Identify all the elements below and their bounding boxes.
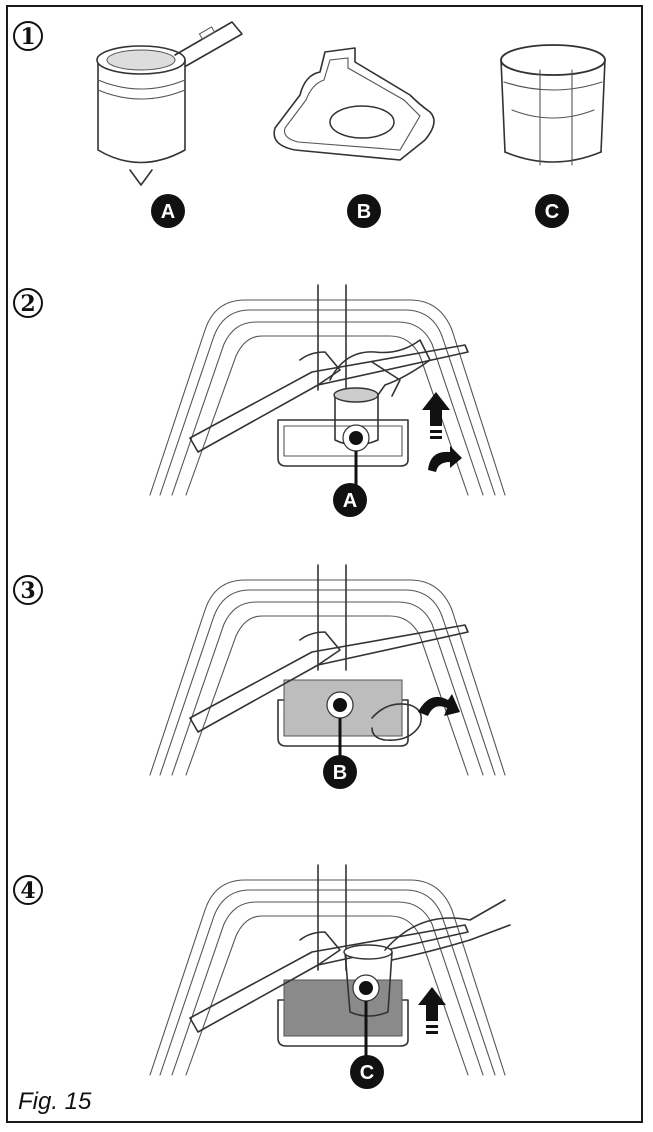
sump-shaded <box>283 979 403 1037</box>
rotate-arrow-icon <box>428 446 462 472</box>
dishwasher-tub <box>149 564 506 776</box>
step-3-badge-label: B <box>333 762 347 784</box>
badge-c <box>535 194 569 228</box>
part-b-flat-filter <box>273 47 435 161</box>
figure-frame <box>6 5 643 1123</box>
hand <box>371 703 423 742</box>
badge-b <box>347 194 381 228</box>
spray-arm <box>189 344 469 453</box>
step-2: 2 A <box>13 284 506 517</box>
dishwasher-tub <box>149 864 506 1076</box>
step-2-badge-label: A <box>343 490 357 512</box>
step-4-badge <box>350 1055 384 1089</box>
up-arrow-icon <box>418 987 446 1021</box>
badge-a <box>151 194 185 228</box>
step-3-badge <box>323 755 357 789</box>
badge-c-label: C <box>545 201 559 223</box>
step-4-number: 4 <box>20 878 35 904</box>
step-3-number: 3 <box>20 578 35 604</box>
step-1-number: 1 <box>20 24 35 50</box>
hand <box>384 899 506 951</box>
part-a-cup-filter <box>96 21 243 186</box>
badge-b-label: B <box>357 201 371 223</box>
part-c-mesh-filter <box>500 44 606 166</box>
lift-arrow-icon <box>418 694 460 716</box>
step-2-badge <box>333 483 367 517</box>
step-1: 1 A <box>13 21 606 228</box>
figure-caption: Fig. 15 <box>18 1088 92 1115</box>
step-3: 3 B <box>13 564 506 789</box>
badge-a-label: A <box>161 201 175 223</box>
step-4-badge-label: C <box>360 1062 374 1084</box>
step-2-number: 2 <box>20 291 35 317</box>
hand <box>329 339 431 396</box>
step-4: 4 C <box>13 864 511 1089</box>
up-arrow-icon <box>422 392 450 426</box>
